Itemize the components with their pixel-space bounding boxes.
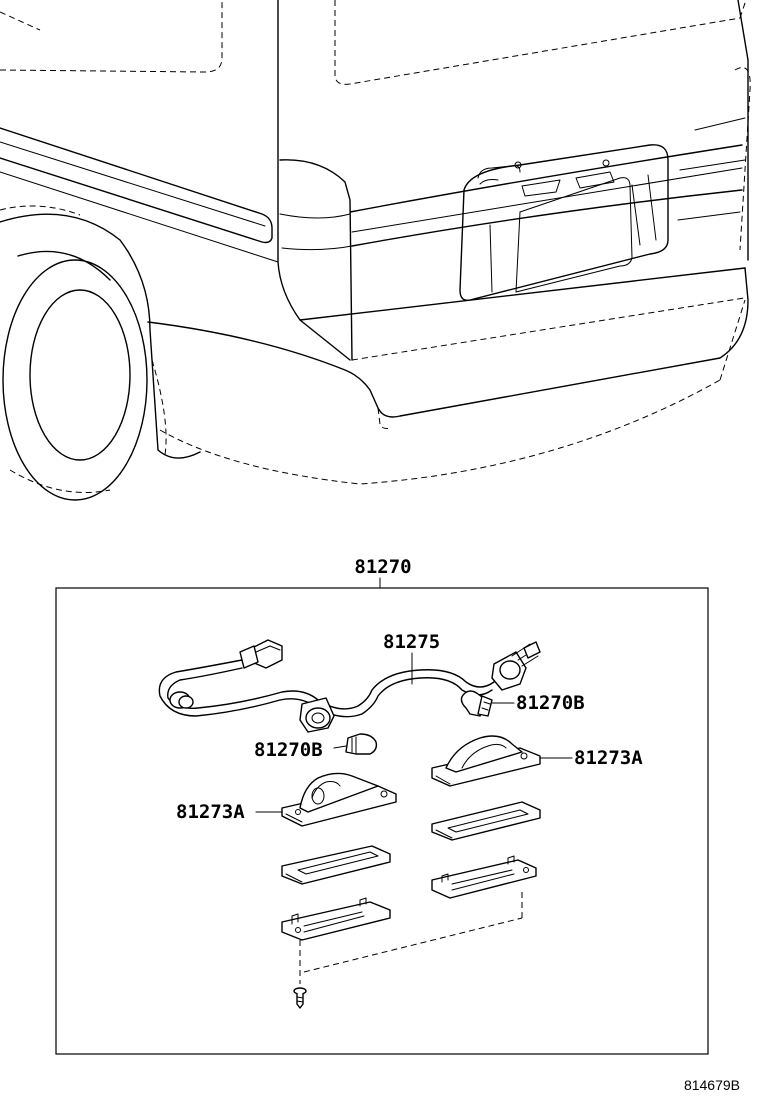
bulb-left-leader-line — [333, 745, 347, 749]
vehicle-rear-illustration — [0, 0, 751, 501]
base-left — [281, 897, 391, 941]
lamp-right-part-number: 81273A — [574, 747, 643, 769]
wire-part-number: 81275 — [383, 631, 440, 653]
lens-right — [431, 801, 541, 841]
lamp-left — [281, 772, 397, 827]
base-right — [431, 855, 537, 899]
bulb-left-part-number: 81270B — [254, 739, 323, 761]
wire-harness — [158, 639, 541, 733]
bulb-left — [345, 733, 378, 755]
diagram-code: 814679B — [684, 1077, 740, 1093]
bulb-right-part-number: 81270B — [516, 692, 585, 714]
bulb-right — [460, 690, 493, 717]
lamp-right — [431, 735, 541, 787]
assembly-guide-lines — [299, 888, 523, 984]
lens-left — [281, 845, 391, 885]
assembly-part-number: 81270 — [354, 556, 411, 578]
parts-frame — [55, 587, 709, 1055]
screw — [293, 987, 307, 1009]
lamp-left-part-number: 81273A — [176, 801, 245, 823]
